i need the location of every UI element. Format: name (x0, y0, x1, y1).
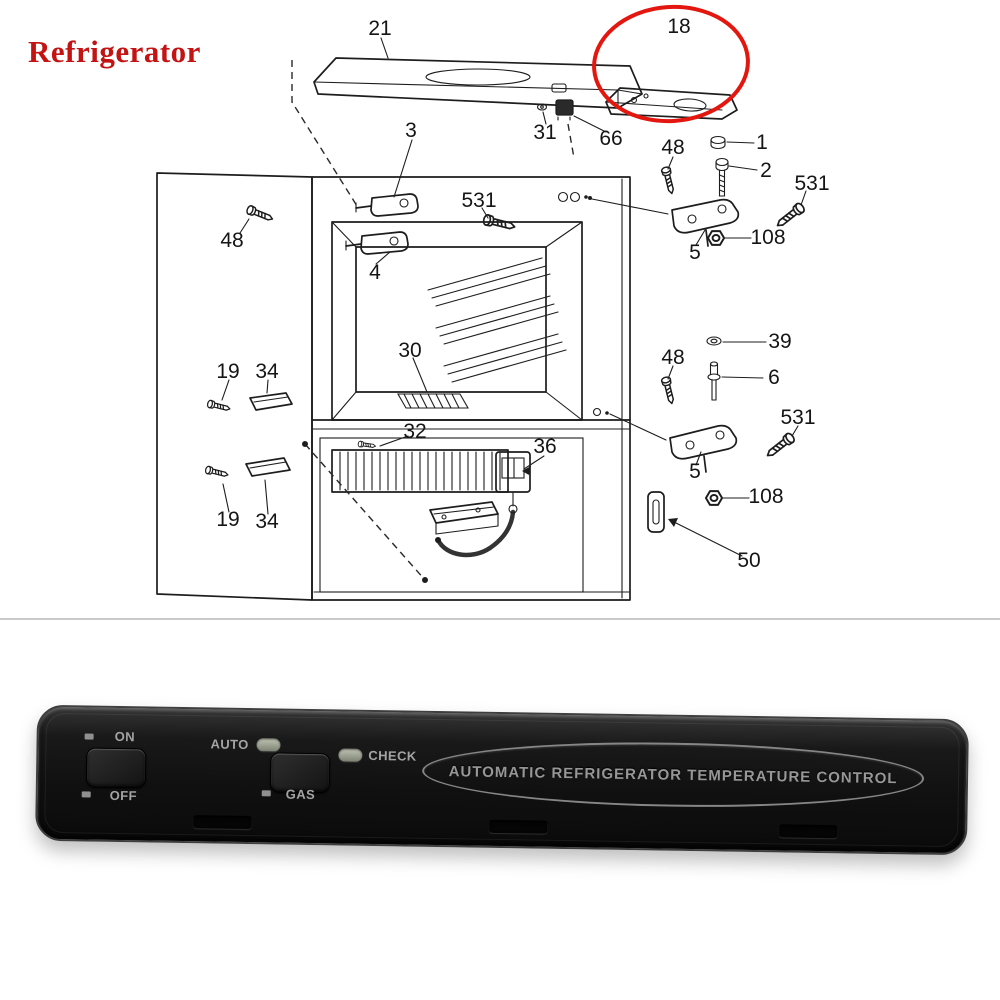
nut-108-upper (706, 230, 726, 246)
hinge-5-lower (609, 413, 738, 473)
screw-48-right-upper (660, 165, 677, 196)
on-label: ON (114, 728, 136, 745)
hinge-3 (355, 193, 419, 217)
mounting-slot (193, 815, 252, 830)
gas-position-marker (261, 790, 271, 797)
auto-indicator-light (256, 738, 281, 752)
part-18-highlight-circle (592, 4, 750, 124)
on-position-marker (84, 733, 94, 740)
product-title: Refrigerator (28, 34, 201, 69)
section-divider (0, 618, 1000, 620)
capillary-tube (435, 504, 518, 558)
refrigerator-exploded-diagram (156, 4, 807, 601)
off-position-marker (81, 791, 91, 798)
part-39-washer (706, 336, 722, 346)
leader-lines (221, 37, 807, 557)
part-36-box (495, 451, 531, 507)
check-indicator-light (338, 748, 363, 762)
exploded-diagram-section: Refrigerator (28, 4, 830, 601)
part-6-pin (707, 361, 721, 401)
mounting-slot (489, 819, 548, 834)
cabinet-outline (156, 172, 631, 601)
control-panel-photo-section: ON OFF AUTO GAS CHECK AUTOMATIC REFRIGER… (0, 620, 1000, 1000)
control-plate-18 (605, 87, 738, 120)
part-31-washer (536, 103, 548, 111)
screw-531-right-upper (773, 201, 807, 231)
screw-531-right-lower (763, 431, 797, 461)
screw-19-lower (204, 465, 230, 480)
part-50 (647, 491, 665, 533)
part-66-block (555, 99, 574, 121)
auto-label: AUTO (210, 736, 249, 753)
hinge-5-upper (588, 196, 740, 247)
door-panel-21 (313, 57, 643, 109)
burner-bracket (429, 501, 499, 535)
nut-108-lower (704, 490, 724, 506)
check-label: CHECK (368, 747, 417, 764)
hinge-4 (345, 231, 409, 255)
part-1-cap (710, 135, 726, 150)
construction-lines (291, 60, 575, 583)
screw-48-upper-left (245, 204, 275, 224)
on-off-button (85, 747, 147, 789)
gas-label: GAS (285, 786, 316, 803)
mounting-slot (779, 824, 838, 839)
screw-19-upper (206, 399, 232, 414)
screw-48-right-lower (660, 375, 677, 406)
bracket-34-lower (245, 457, 291, 477)
temperature-control-panel: ON OFF AUTO GAS CHECK AUTOMATIC REFRIGER… (34, 704, 970, 856)
bracket-34-upper (249, 392, 293, 411)
part-2-bolt (715, 157, 729, 197)
panel-title-text: AUTOMATIC REFRIGERATOR TEMPERATURE CONTR… (448, 762, 898, 787)
off-label: OFF (109, 787, 138, 804)
screw-32 (357, 440, 377, 450)
panel-title-oval: AUTOMATIC REFRIGERATOR TEMPERATURE CONTR… (421, 738, 925, 811)
